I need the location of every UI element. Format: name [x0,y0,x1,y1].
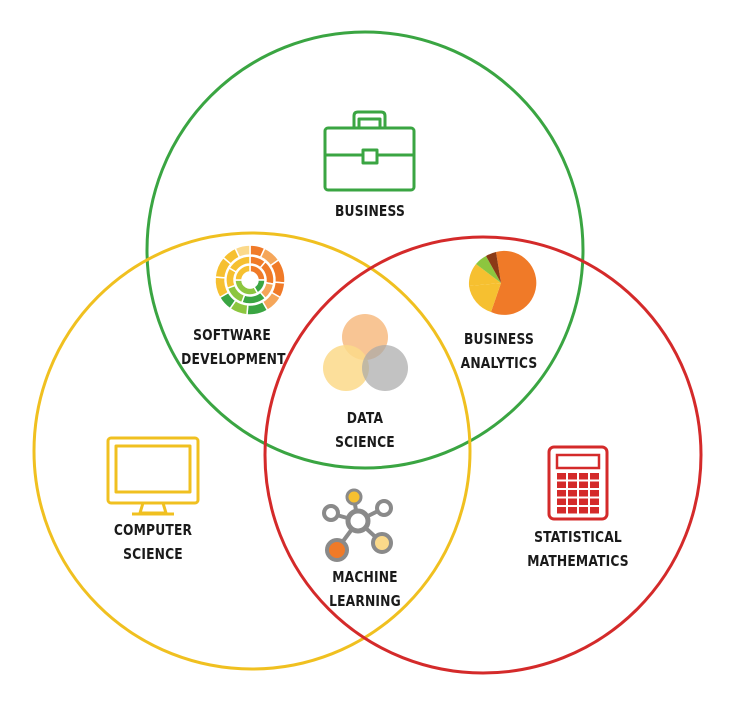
calculator-key [590,498,599,505]
monitor-icon [106,436,200,516]
calculator-key [557,498,566,505]
label-software-line2: DEVELOPMENT [181,350,286,368]
label-machine-learning: MACHINE LEARNING [316,565,414,613]
label-data-science: DATA SCIENCE [316,406,414,454]
briefcase-icon [323,110,416,192]
computer-science-circle [32,231,472,671]
calculator-key [590,473,599,480]
sunburst-segment [234,244,251,259]
label-analytics-line1: BUSINESS [464,330,534,348]
sunburst-segment [234,264,251,281]
label-data-line1: DATA [346,409,384,427]
calculator-key [579,507,588,514]
calculator-icon [547,445,609,521]
business-circle [145,30,585,470]
mini-venn-icon [323,314,408,391]
label-software-development: SOFTWARE DEVELOPMENT [181,323,286,371]
calculator-key [590,507,599,514]
calculator-key [590,481,599,488]
label-business-analytics: BUSINESS ANALYTICS [448,327,550,375]
label-computer-science: COMPUTER SCIENCE [104,518,202,566]
calculator-key [568,481,577,488]
label-computer-line2: SCIENCE [123,545,183,563]
calculator-key [568,498,577,505]
calculator-key [557,473,566,480]
statistics-circle [263,235,703,675]
pie-chart-icon [468,250,537,315]
calculator-key [568,507,577,514]
sunburst-chart-icon [214,244,286,316]
network-graph-icon [322,488,393,562]
label-statistical-mathematics: STATISTICAL MATHEMATICS [526,525,631,573]
label-statistics-line1: STATISTICAL [534,528,622,546]
label-business-line1: BUSINESS [335,202,405,220]
label-business: BUSINESS [321,199,419,223]
calculator-key [579,481,588,488]
label-machine-line1: MACHINE [332,568,398,586]
calculator-key [557,490,566,497]
sunburst-segment [228,255,251,274]
calculator-key [557,507,566,514]
calculator-key [568,490,577,497]
calculator-key [557,481,566,488]
calculator-key [579,498,588,505]
calculator-key [568,473,577,480]
label-statistics-line2: MATHEMATICS [527,552,629,570]
calculator-key [579,473,588,480]
label-data-line2: SCIENCE [335,433,395,451]
label-computer-line1: COMPUTER [113,521,193,539]
calculator-key [590,490,599,497]
label-analytics-line2: ANALYTICS [460,354,538,372]
label-machine-line2: LEARNING [329,592,401,610]
calculator-key [579,490,588,497]
label-software-line1: SOFTWARE [193,326,271,344]
